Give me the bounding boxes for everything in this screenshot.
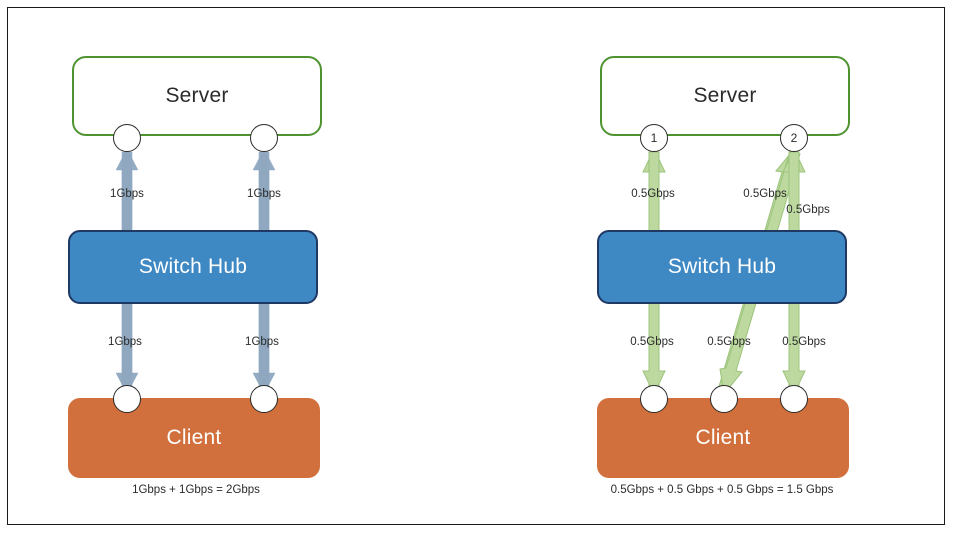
bandwidth-caption: 1Gbps + 1Gbps = 2Gbps: [132, 484, 260, 496]
speed-label-up: 1Gbps: [110, 188, 144, 200]
panel-right: Server Switch Hub Client 1 2 0.5Gbps 0.5…: [477, 0, 954, 534]
bandwidth-caption: 0.5Gbps + 0.5 Gbps + 0.5 Gbps = 1.5 Gbps: [610, 484, 834, 496]
switch-hub-box-right: Switch Hub: [597, 230, 847, 304]
speed-label-up: 1Gbps: [247, 188, 281, 200]
server-label: Server: [693, 84, 757, 107]
server-label: Server: [165, 84, 229, 107]
client-box-right: Client: [597, 398, 849, 478]
switch-hub-label: Switch Hub: [667, 255, 777, 278]
client-port[interactable]: [113, 385, 141, 413]
server-port[interactable]: 1: [640, 124, 668, 152]
panel-left: Server Switch Hub Client 1Gbps 1Gbps 1Gb…: [68, 56, 322, 496]
client-label: Client: [695, 426, 751, 449]
switch-hub-label: Switch Hub: [138, 255, 248, 278]
speed-label-up: 0.5Gbps: [786, 204, 830, 216]
client-label: Client: [166, 426, 222, 449]
server-port[interactable]: [113, 124, 141, 152]
client-port[interactable]: [780, 385, 808, 413]
client-port[interactable]: [250, 385, 278, 413]
client-port[interactable]: [640, 385, 668, 413]
client-port[interactable]: [710, 385, 738, 413]
server-port[interactable]: [250, 124, 278, 152]
server-box-left: Server: [72, 56, 322, 136]
speed-label-down: 0.5Gbps: [782, 336, 826, 348]
server-box-right: Server: [600, 56, 850, 136]
speed-label-down: 1Gbps: [108, 336, 142, 348]
speed-label-up: 0.5Gbps: [631, 188, 675, 200]
switch-hub-box-left: Switch Hub: [68, 230, 318, 304]
speed-label-down: 0.5Gbps: [630, 336, 674, 348]
speed-label-down: 0.5Gbps: [707, 336, 751, 348]
client-box-left: Client: [68, 398, 320, 478]
speed-label-up: 0.5Gbps: [743, 188, 787, 200]
server-port[interactable]: 2: [780, 124, 808, 152]
speed-label-down: 1Gbps: [245, 336, 279, 348]
